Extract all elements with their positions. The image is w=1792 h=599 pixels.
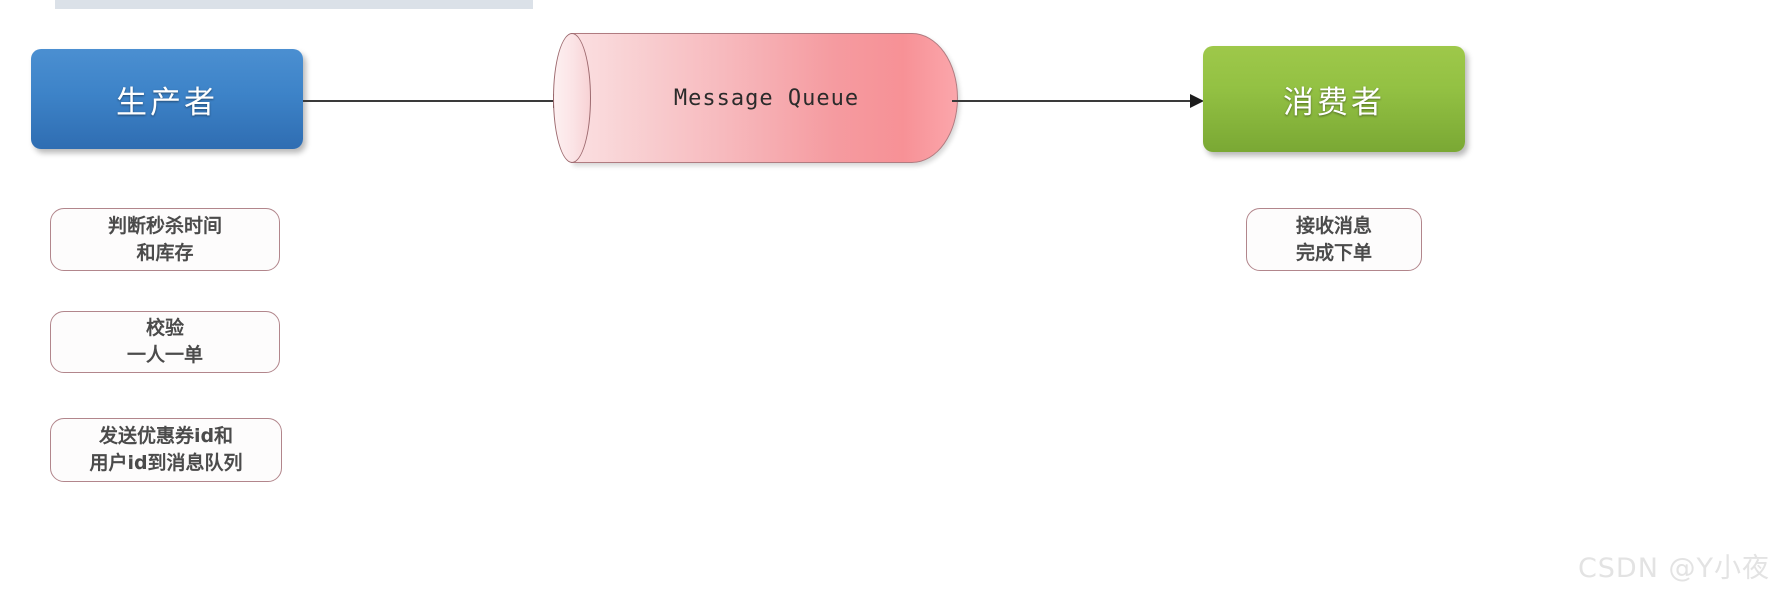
arrow-shaft: [303, 100, 555, 103]
arrow-head-icon: [1190, 94, 1204, 108]
top-strip-bar: [55, 0, 533, 9]
arrow-producer-to-message-queue: [303, 89, 568, 113]
node-message-queue[interactable]: Message Queue: [553, 33, 958, 163]
arrow-message-queue-to-consumer: [952, 89, 1205, 113]
note-box-receive-message-complete-order[interactable]: 接收消息 完成下单: [1246, 208, 1422, 271]
note-line: 判断秒杀时间: [107, 214, 222, 237]
node-producer-label: 生产者: [116, 84, 218, 121]
note-line: 完成下单: [1295, 241, 1372, 264]
note-line: 一人一单: [126, 344, 203, 366]
note-line: 发送优惠券id和: [98, 425, 234, 447]
node-producer[interactable]: 生产者: [31, 49, 303, 149]
note-box-verify-one-order-per-person[interactable]: 校验 一人一单: [50, 311, 280, 373]
note-box-send-ids-to-queue[interactable]: 发送优惠券id和 用户id到消息队列: [50, 418, 282, 482]
watermark-text: CSDN @Y小夜: [1577, 553, 1770, 584]
note-line: 接收消息: [1295, 214, 1372, 237]
note-line: 和库存: [136, 241, 194, 264]
node-message-queue-label: Message Queue: [673, 85, 860, 111]
arrow-shaft: [952, 100, 1192, 103]
note-line: 校验: [145, 317, 184, 339]
node-consumer-label: 消费者: [1283, 84, 1385, 121]
node-consumer[interactable]: 消费者: [1203, 46, 1465, 152]
note-line: 用户id到消息队列: [89, 452, 243, 474]
note-box-check-seckill-time[interactable]: 判断秒杀时间 和库存: [50, 208, 280, 271]
cylinder-left-cap: [553, 33, 591, 163]
cylinder-body: [571, 33, 958, 163]
